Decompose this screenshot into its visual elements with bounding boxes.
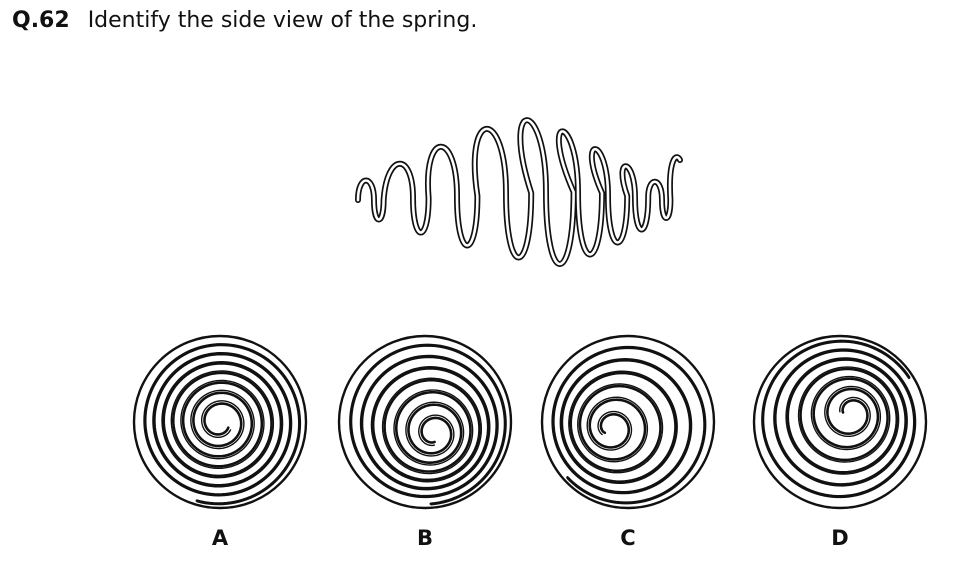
option-c-spiral xyxy=(540,334,716,510)
option-b[interactable]: B xyxy=(335,330,515,560)
option-b-label: B xyxy=(416,526,433,550)
spiral-coil-inner-edge xyxy=(551,345,707,505)
spiral-coil xyxy=(552,346,706,504)
spring-illustration xyxy=(355,117,683,267)
option-d-label: D xyxy=(831,526,849,550)
question-text: Identify the side view of the spring. xyxy=(87,8,478,33)
spiral-coil-inner-edge xyxy=(761,339,917,499)
spiral-outer-ring xyxy=(337,334,513,510)
option-c-label: C xyxy=(620,526,636,550)
option-b-spiral xyxy=(337,334,513,510)
spiral-outer-ring xyxy=(540,334,716,510)
spiral-coil xyxy=(349,344,507,506)
question-number: Q.62 xyxy=(12,8,70,33)
spring-coil xyxy=(355,117,683,267)
spiral-outer-ring xyxy=(752,334,928,510)
option-a-label: A xyxy=(211,526,229,550)
option-d-spiral xyxy=(752,334,928,510)
spring-coil xyxy=(356,118,682,265)
spiral-coil-inner-edge xyxy=(349,343,507,506)
spiral-coil-inner-edge xyxy=(143,343,302,506)
spiral-outer-ring xyxy=(132,334,308,510)
option-c[interactable]: C xyxy=(538,330,718,560)
option-a-spiral xyxy=(132,334,308,510)
option-a[interactable]: A xyxy=(130,330,310,560)
spiral-coil xyxy=(761,340,916,498)
option-d[interactable]: D xyxy=(750,330,930,560)
question-header: Q.62 Identify the side view of the spring… xyxy=(12,6,477,36)
spiral-coil xyxy=(143,343,301,505)
